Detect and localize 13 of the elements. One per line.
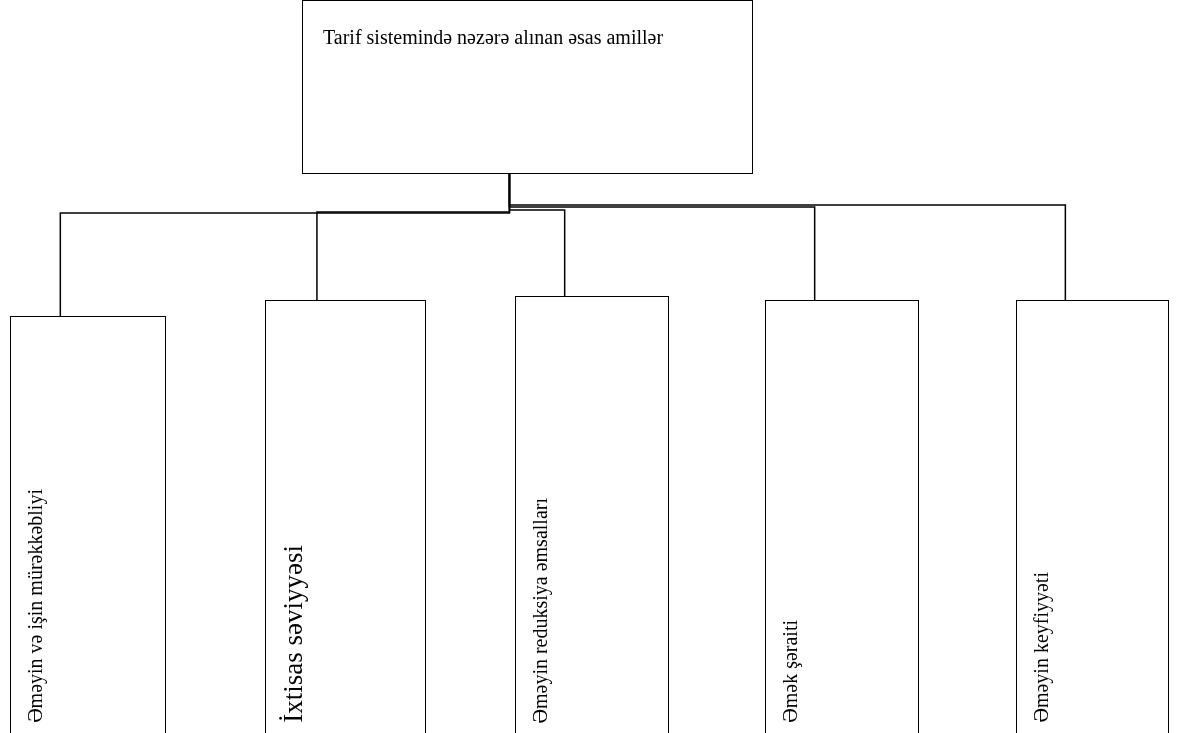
factor-box [1016, 300, 1169, 733]
factor-box [765, 300, 919, 733]
connector-line [508, 173, 1067, 301]
factor-label: Əmək şəraiti [780, 620, 800, 723]
factor-box [10, 316, 166, 733]
factor-label: Əməyin və işin mürəkkəbliyi [25, 489, 45, 723]
factor-box [515, 296, 669, 733]
factor-label: Əməyin reduksiya əmsalları [530, 497, 550, 723]
heading-text: Tarif sistemində nəzərə alınan əsas amillər [323, 25, 665, 50]
factor-box [265, 300, 426, 733]
factor-label: İxtisas səviyyəsi [280, 545, 307, 723]
title-box [302, 0, 753, 174]
factor-label: Əməyin keyfiyyəti [1031, 572, 1051, 723]
